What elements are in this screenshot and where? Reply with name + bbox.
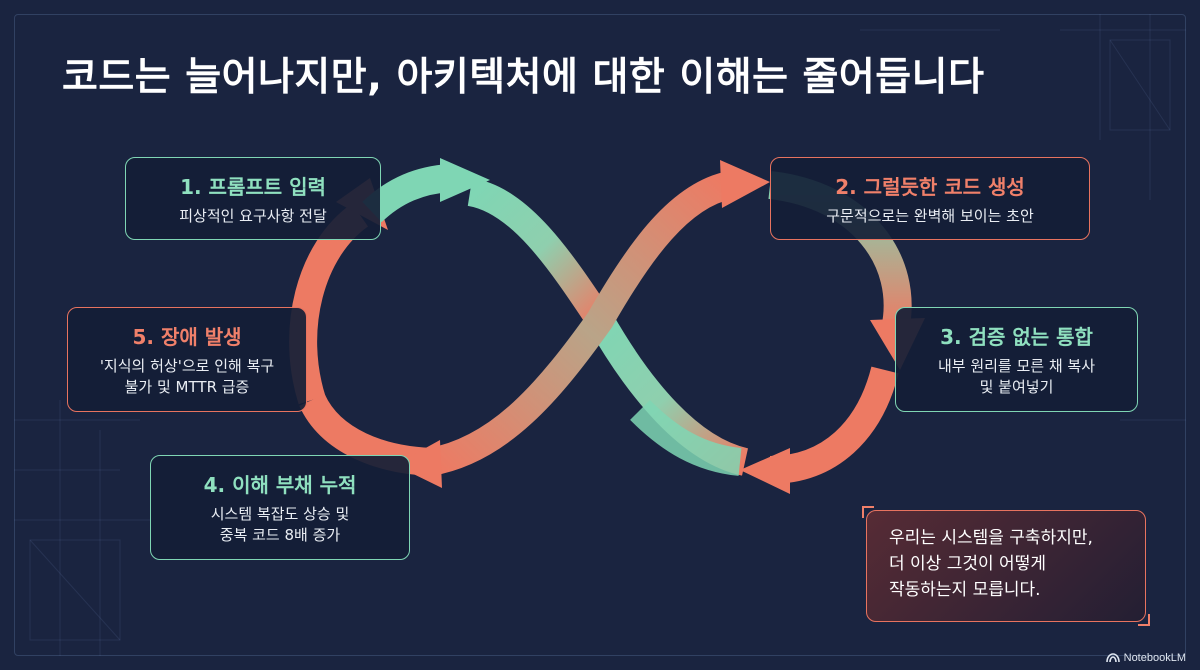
step-2-box: 2. 그럴듯한 코드 생성 구문적으로는 완벽해 보이는 초안 xyxy=(770,157,1090,240)
step-5-box: 5. 장애 발생 '지식의 허상'으로 인해 복구 불가 및 MTTR 급증 xyxy=(67,307,307,412)
step-2-title: 2. 그럴듯한 코드 생성 xyxy=(835,174,1025,199)
step-2-desc: 구문적으로는 완벽해 보이는 초안 xyxy=(826,206,1034,225)
step-4-box: 4. 이해 부채 누적 시스템 복잡도 상승 및 중복 코드 8배 증가 xyxy=(150,455,410,560)
quote-callout: 우리는 시스템을 구축하지만, 더 이상 그것이 어떻게 작동하는지 모릅니다. xyxy=(862,506,1150,626)
quote-line-1: 우리는 시스템을 구축하지만, xyxy=(889,528,1093,548)
arrow-head-top-right xyxy=(720,160,770,208)
arrow-segment-ascend-center xyxy=(427,171,734,476)
arrow-segment-top-left xyxy=(362,164,452,223)
arrow-segment-left-up xyxy=(289,203,369,405)
step-3-desc-line-2: 및 붙여넣기 xyxy=(979,378,1054,396)
step-4-desc-line-1: 시스템 복잡도 상승 및 xyxy=(210,505,350,523)
brand-label: NotebookLM xyxy=(1123,652,1186,664)
quote-line-2: 더 이상 그것이 어떻게 xyxy=(889,554,1046,574)
step-1-box: 1. 프롬프트 입력 피상적인 요구사항 전달 xyxy=(125,157,381,240)
step-1-title: 1. 프롬프트 입력 xyxy=(180,174,326,199)
step-1-desc: 피상적인 요구사항 전달 xyxy=(179,206,327,225)
quote-line-3: 작동하는지 모릅니다. xyxy=(889,580,1041,600)
arrow-segment-bottom-center-green xyxy=(630,400,742,476)
step-3-title: 3. 검증 없는 통합 xyxy=(940,325,1093,349)
step-4-desc-line-2: 중복 코드 8배 증가 xyxy=(219,526,341,544)
corner-bracket-top-left xyxy=(862,506,874,518)
corner-bracket-bottom-right xyxy=(1138,614,1150,626)
page-title: 코드는 늘어나지만, 아키텍처에 대한 이해는 줄어듭니다 xyxy=(62,55,985,100)
notebooklm-logo-icon xyxy=(1105,653,1120,663)
arrow-head-top-left xyxy=(440,158,490,202)
brand-watermark: NotebookLM xyxy=(1105,652,1186,664)
step-3-desc-line-1: 내부 원리를 모른 채 복사 xyxy=(937,357,1096,375)
arrow-segment-descend-center xyxy=(466,178,612,328)
step-5-title: 5. 장애 발생 xyxy=(132,325,242,349)
outer-frame xyxy=(14,14,1186,656)
arrow-head-bottom-left xyxy=(395,440,442,488)
arrow-head-bottom-right xyxy=(740,448,790,494)
step-3-box: 3. 검증 없는 통합 내부 원리를 모른 채 복사 및 붙여넣기 xyxy=(895,307,1138,412)
arrow-segment-bottom-right xyxy=(769,366,899,484)
step-4-title: 4. 이해 부채 누적 xyxy=(203,473,357,497)
step-5-desc-line-2: 불가 및 MTTR 급증 xyxy=(124,378,250,396)
step-5-desc-line-1: '지식의 허상'으로 인해 복구 xyxy=(99,357,275,375)
